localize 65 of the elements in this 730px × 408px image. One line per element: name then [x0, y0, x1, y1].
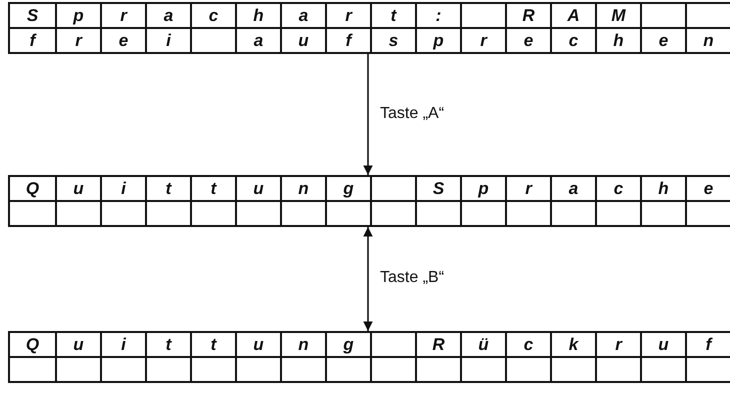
display-character: ü: [460, 333, 505, 356]
display-character: u: [280, 29, 325, 52]
display-character: s: [370, 29, 415, 52]
display-character: g: [325, 333, 370, 356]
display-character: M: [595, 4, 640, 27]
display-character: r: [595, 333, 640, 356]
display-character: c: [190, 4, 235, 27]
display-character: S: [26, 5, 40, 27]
display-character: i: [100, 333, 145, 356]
display-character: h: [595, 29, 640, 52]
display-character: r: [55, 29, 100, 52]
display-character: n: [280, 333, 325, 356]
arrow: [363, 54, 373, 175]
display-character: k: [550, 333, 595, 356]
display-character: t: [190, 333, 235, 356]
display-character: :: [415, 4, 460, 27]
edge-label: Taste „A“: [380, 104, 444, 122]
display-character: h: [640, 177, 685, 200]
display-character: t: [145, 177, 190, 200]
display-character: Q: [24, 178, 40, 200]
display-character: a: [235, 29, 280, 52]
display-character: i: [145, 29, 190, 52]
display-character: R: [415, 333, 460, 356]
display-character: Q: [24, 334, 40, 356]
display-character: a: [145, 4, 190, 27]
display-character: e: [505, 29, 550, 52]
display-character: h: [235, 4, 280, 27]
display-character: t: [190, 177, 235, 200]
display-character: a: [550, 177, 595, 200]
display-character: r: [505, 177, 550, 200]
display-character: f: [28, 30, 38, 52]
display-character: r: [460, 29, 505, 52]
display-character: u: [55, 333, 100, 356]
display-character: t: [370, 4, 415, 27]
display-character: e: [100, 29, 145, 52]
display-character: n: [685, 29, 730, 52]
display-character: e: [685, 177, 730, 200]
display-character: g: [325, 177, 370, 200]
display-character: u: [640, 333, 685, 356]
display-character: R: [505, 4, 550, 27]
display-character: p: [55, 4, 100, 27]
lcd-display: [8, 331, 730, 383]
display-character: u: [235, 333, 280, 356]
edge-label: Taste „B“: [380, 269, 444, 287]
display-character: p: [460, 177, 505, 200]
display-character: S: [415, 177, 460, 200]
display-character: i: [100, 177, 145, 200]
display-character: c: [550, 29, 595, 52]
display-character: e: [640, 29, 685, 52]
display-character: t: [145, 333, 190, 356]
display-character: n: [280, 177, 325, 200]
lcd-display: [8, 175, 730, 227]
display-character: r: [325, 4, 370, 27]
display-character: u: [55, 177, 100, 200]
lcd-display: [8, 2, 730, 54]
display-character: A: [550, 4, 595, 27]
display-character: r: [100, 4, 145, 27]
display-character: c: [595, 177, 640, 200]
arrow: [363, 227, 373, 331]
display-character: p: [415, 29, 460, 52]
display-character: c: [505, 333, 550, 356]
display-character: u: [235, 177, 280, 200]
display-character: a: [280, 4, 325, 27]
display-character: f: [685, 333, 730, 356]
display-character: f: [325, 29, 370, 52]
